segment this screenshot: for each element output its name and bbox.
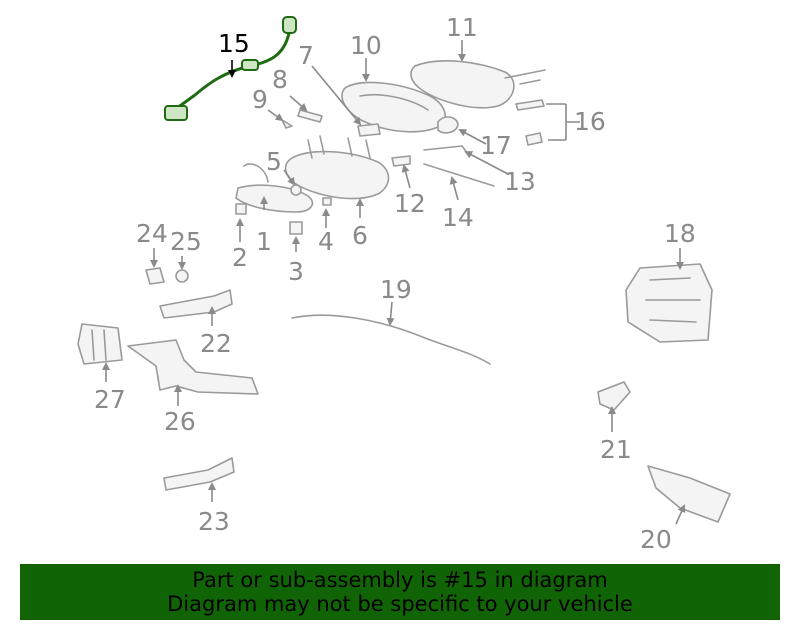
callout-4: 4 [318, 227, 334, 256]
callout-26: 26 [164, 407, 196, 436]
callout-18: 18 [664, 219, 696, 248]
callout-23: 23 [198, 507, 230, 536]
callout-1: 1 [256, 227, 272, 256]
part-20-bracket[interactable] [647, 465, 731, 523]
part-17-button[interactable] [437, 116, 459, 134]
callout-3: 3 [288, 257, 304, 286]
part-15-cable[interactable] [164, 16, 297, 121]
banner-line-1: Part or sub-assembly is #15 in diagram [192, 568, 608, 592]
callout-20: 20 [640, 525, 672, 554]
part-26-hinge[interactable] [127, 339, 259, 395]
part-16-rods[interactable] [515, 99, 545, 146]
part-14-rod[interactable] [423, 163, 495, 187]
callout-16: 16 [574, 107, 606, 136]
callout-27: 27 [94, 385, 126, 414]
part-19-cable[interactable] [291, 314, 491, 365]
callout-6: 6 [352, 221, 368, 250]
leader-lines [102, 40, 686, 525]
callout-8: 8 [272, 65, 288, 94]
callout-10: 10 [350, 31, 382, 60]
part-4-clip[interactable] [322, 197, 332, 206]
callout-24: 24 [136, 219, 168, 248]
part-21-clip[interactable] [597, 381, 631, 411]
info-banner: Part or sub-assembly is #15 in diagram D… [20, 564, 780, 620]
part-3-clip[interactable] [289, 221, 303, 235]
callout-15: 15 [218, 29, 250, 58]
callout-25: 25 [170, 227, 202, 256]
part-8-clip[interactable] [297, 109, 323, 123]
part-7-clip[interactable] [357, 123, 381, 137]
part-6-outer-handle[interactable] [284, 135, 390, 200]
banner-line-2: Diagram may not be specific to your vehi… [167, 592, 633, 616]
callout-labels: 15 1 2 3 4 5 6 7 8 9 10 11 12 13 14 16 1… [94, 13, 696, 554]
callout-9: 9 [252, 85, 268, 114]
callout-17: 17 [480, 131, 512, 160]
callout-22: 22 [200, 329, 232, 358]
part-2-clip[interactable] [235, 203, 247, 215]
part-23-check[interactable] [163, 457, 235, 491]
part-27-boot[interactable] [77, 323, 123, 365]
callout-13: 13 [504, 167, 536, 196]
callout-2: 2 [232, 243, 248, 272]
parts-diagram: 15 1 2 3 4 5 6 7 8 9 10 11 12 13 14 16 1… [77, 13, 731, 554]
part-9-clip[interactable] [281, 119, 293, 129]
part-24-bolt[interactable] [145, 267, 165, 285]
part-11-inner-handle[interactable] [410, 60, 546, 109]
callout-7: 7 [298, 41, 314, 70]
callout-12: 12 [394, 189, 426, 218]
callout-5: 5 [266, 147, 282, 176]
part-22-check[interactable] [159, 289, 233, 319]
part-18-latch[interactable] [625, 263, 713, 343]
part-25-nut[interactable] [175, 269, 189, 283]
part-13-lever[interactable] [423, 145, 469, 155]
callout-19: 19 [380, 275, 412, 304]
callout-14: 14 [442, 203, 474, 232]
callout-11: 11 [446, 13, 478, 42]
callout-21: 21 [600, 435, 632, 464]
part-5-spring[interactable] [290, 184, 302, 196]
part-12-clip[interactable] [391, 155, 411, 167]
